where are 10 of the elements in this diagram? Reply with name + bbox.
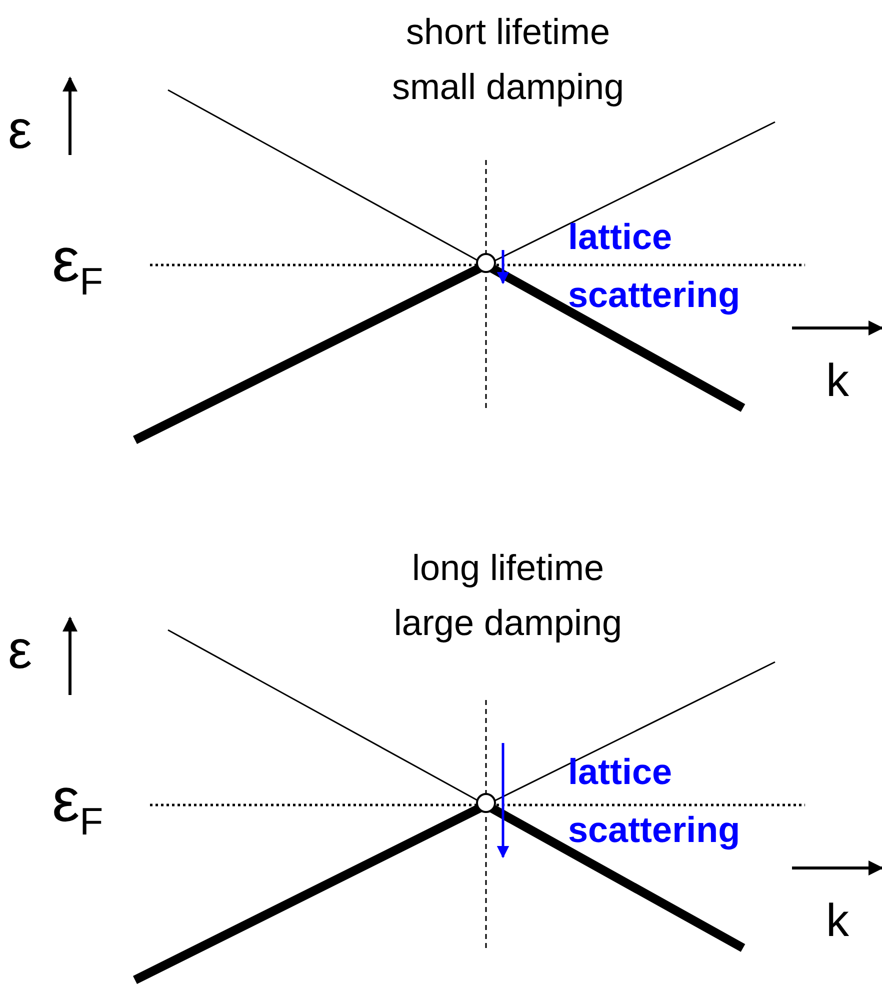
- axis-label: ε: [8, 100, 34, 160]
- axis-label: k: [826, 893, 850, 948]
- panel-title: short lifetime small damping: [390, 10, 626, 109]
- axis-label: ε$_{F}$: [52, 226, 104, 306]
- annotation-text: lattice scattering: [568, 215, 742, 317]
- axis-label: ε$_{F}$: [52, 766, 104, 846]
- axis-label: k: [826, 353, 850, 408]
- annotation-text: lattice scattering: [568, 750, 742, 852]
- panel-title: long lifetime large damping: [392, 546, 624, 645]
- axis-label: ε: [8, 620, 34, 680]
